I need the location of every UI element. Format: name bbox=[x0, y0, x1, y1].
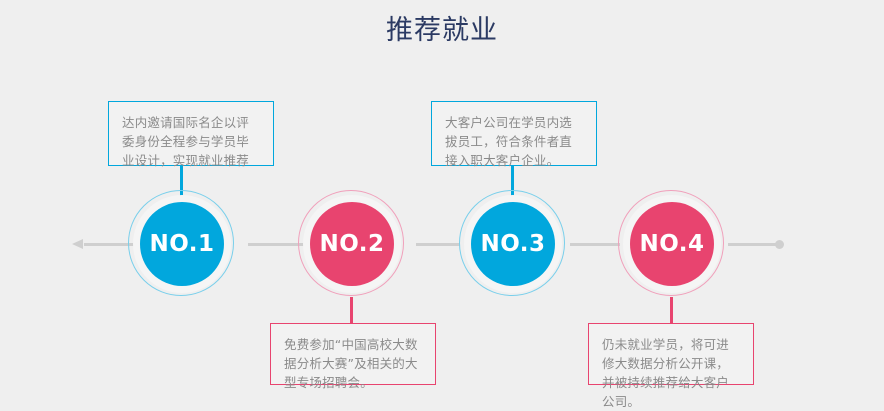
callout-text-1: 达内邀请国际名企以评委身份全程参与学员毕业设计，实现就业推荐 bbox=[122, 115, 250, 168]
node-outer-ring-1 bbox=[128, 190, 234, 296]
callout-text-4: 仍未就业学员，将可进修大数据分析公开课，并被持续推荐给大客户公司。 bbox=[602, 337, 730, 409]
callout-box-1[interactable]: 达内邀请国际名企以评委身份全程参与学员毕业设计，实现就业推荐 bbox=[108, 101, 274, 168]
track-segment-1 bbox=[84, 243, 140, 246]
timeline-track bbox=[72, 239, 784, 249]
timeline-node-2[interactable]: NO.2 bbox=[298, 190, 406, 298]
stem-node-1 bbox=[180, 165, 183, 197]
node-label-1: NO.1 bbox=[149, 230, 215, 257]
callout-box-2[interactable]: 免费参加“中国高校大数据分析大赛”及相关的大型专场招聘会。 bbox=[270, 323, 436, 390]
stem-node-4 bbox=[670, 297, 673, 324]
track-segment-5 bbox=[728, 243, 780, 246]
stem-node-2 bbox=[350, 297, 353, 324]
node-label-3: NO.3 bbox=[480, 230, 546, 257]
track-segment-4 bbox=[570, 243, 620, 246]
track-segment-3 bbox=[416, 243, 460, 246]
timeline-arrow-left-icon bbox=[72, 239, 83, 249]
timeline-node-3[interactable]: NO.3 bbox=[459, 190, 567, 298]
node-outer-ring-4 bbox=[618, 190, 724, 296]
callout-box-3[interactable]: 大客户公司在学员内选拔员工，符合条件者直接入职大客户企业。 bbox=[431, 101, 597, 168]
node-outer-ring-2 bbox=[298, 190, 404, 296]
timeline-node-4[interactable]: NO.4 bbox=[618, 190, 726, 298]
node-label-4: NO.4 bbox=[639, 230, 705, 257]
node-disc-2: NO.2 bbox=[310, 202, 394, 286]
callout-text-3: 大客户公司在学员内选拔员工，符合条件者直接入职大客户企业。 bbox=[445, 115, 573, 168]
node-disc-3: NO.3 bbox=[471, 202, 555, 286]
node-label-2: NO.2 bbox=[319, 230, 385, 257]
callout-box-4[interactable]: 仍未就业学员，将可进修大数据分析公开课，并被持续推荐给大客户公司。 bbox=[588, 323, 754, 409]
timeline-node-1[interactable]: NO.1 bbox=[128, 190, 236, 298]
timeline-end-dot-icon bbox=[775, 240, 784, 249]
node-outer-ring-3 bbox=[459, 190, 565, 296]
track-segment-2 bbox=[248, 243, 306, 246]
callout-text-2: 免费参加“中国高校大数据分析大赛”及相关的大型专场招聘会。 bbox=[284, 337, 418, 390]
page-title: 推荐就业 bbox=[386, 15, 498, 46]
node-disc-1: NO.1 bbox=[140, 202, 224, 286]
stem-node-3 bbox=[511, 165, 514, 197]
node-disc-4: NO.4 bbox=[630, 202, 714, 286]
